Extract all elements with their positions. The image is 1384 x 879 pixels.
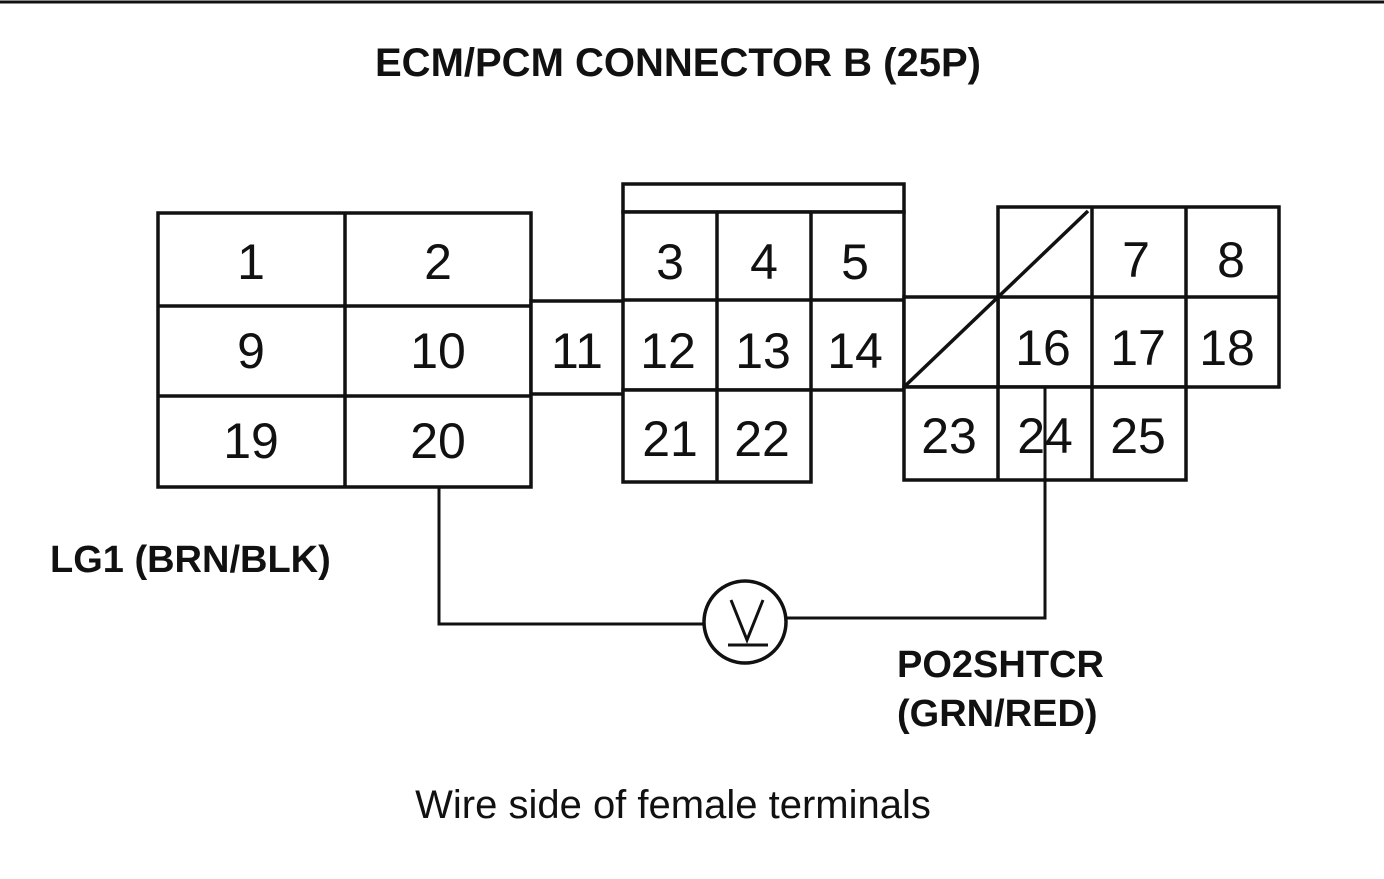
caption: Wire side of female terminals (415, 783, 931, 827)
po2shtcr-label: PO2SHTCR (897, 644, 1104, 686)
pin-9: 9 (237, 323, 265, 379)
diagram-title: ECM/PCM CONNECTOR B (25P) (375, 41, 981, 85)
pin-3: 3 (656, 234, 684, 290)
po2shtcr-color-label: (GRN/RED) (897, 693, 1098, 735)
blank-cavity-diagonal (902, 209, 1090, 389)
test-leads (437, 388, 1047, 626)
lead-pin20 (437, 487, 704, 626)
lg1-label: LG1 (BRN/BLK) (50, 539, 331, 581)
pin-12: 12 (640, 323, 696, 379)
pin-21: 21 (642, 411, 698, 467)
pin-4: 4 (750, 234, 778, 290)
pin-11: 11 (551, 323, 603, 379)
pin-18: 18 (1199, 320, 1255, 376)
pin-2: 2 (424, 234, 452, 290)
pin-16: 16 (1015, 320, 1071, 376)
pin-13: 13 (735, 323, 791, 379)
pin-19: 19 (223, 413, 279, 469)
voltmeter-icon (702, 579, 788, 665)
pin-20: 20 (410, 413, 466, 469)
connector-left-block (156, 211, 533, 489)
connector-pin11-band (529, 299, 627, 396)
pin-7: 7 (1122, 232, 1150, 288)
pin-23: 23 (921, 408, 977, 464)
pin-labels: 1 2 3 4 5 7 8 9 10 11 12 13 14 16 17 18 … (223, 232, 1255, 469)
pin-25: 25 (1110, 408, 1166, 464)
pin-5: 5 (841, 234, 869, 290)
pin-17: 17 (1110, 320, 1166, 376)
pin-14: 14 (827, 323, 883, 379)
pin-8: 8 (1217, 232, 1245, 288)
pin-22: 22 (734, 411, 790, 467)
connector-middle-block (621, 182, 906, 484)
pin-10: 10 (410, 323, 466, 379)
pin-1: 1 (237, 234, 265, 290)
lead-pin24 (786, 388, 1047, 620)
connector-right-block (902, 205, 1281, 482)
